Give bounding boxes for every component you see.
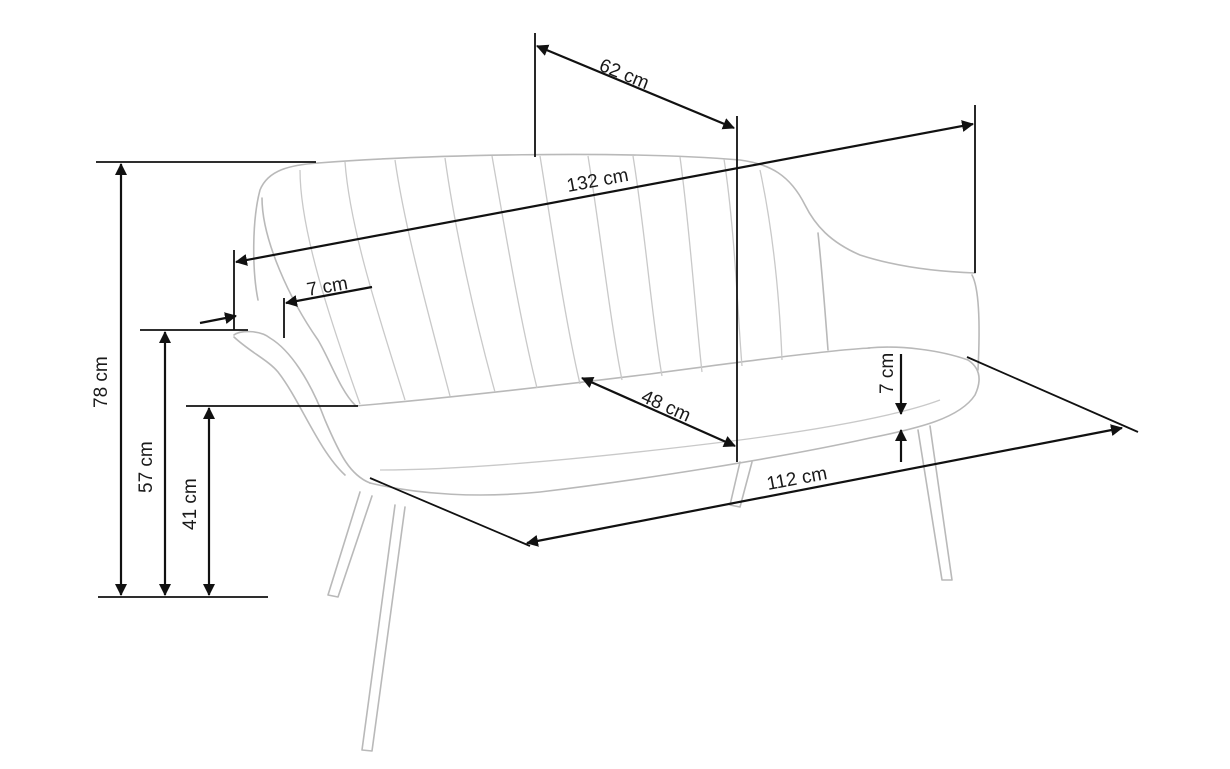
label-armrest-height: 57 cm xyxy=(136,441,157,493)
dimension-labels: 62 cm 132 cm 7 cm 78 cm 57 cm 41 cm 48 c… xyxy=(91,55,898,530)
label-depth-total: 62 cm xyxy=(596,55,652,94)
dimension-lines xyxy=(96,33,1139,598)
label-seat-height: 41 cm xyxy=(180,478,201,530)
sofa-illustration xyxy=(233,153,980,752)
label-seat-depth: 48 cm xyxy=(638,386,694,426)
label-seat-thickness: 7 cm xyxy=(877,353,898,394)
label-armrest-width: 7 cm xyxy=(305,273,349,301)
label-height-total: 78 cm xyxy=(91,356,112,408)
label-width-total: 132 cm xyxy=(565,165,630,197)
